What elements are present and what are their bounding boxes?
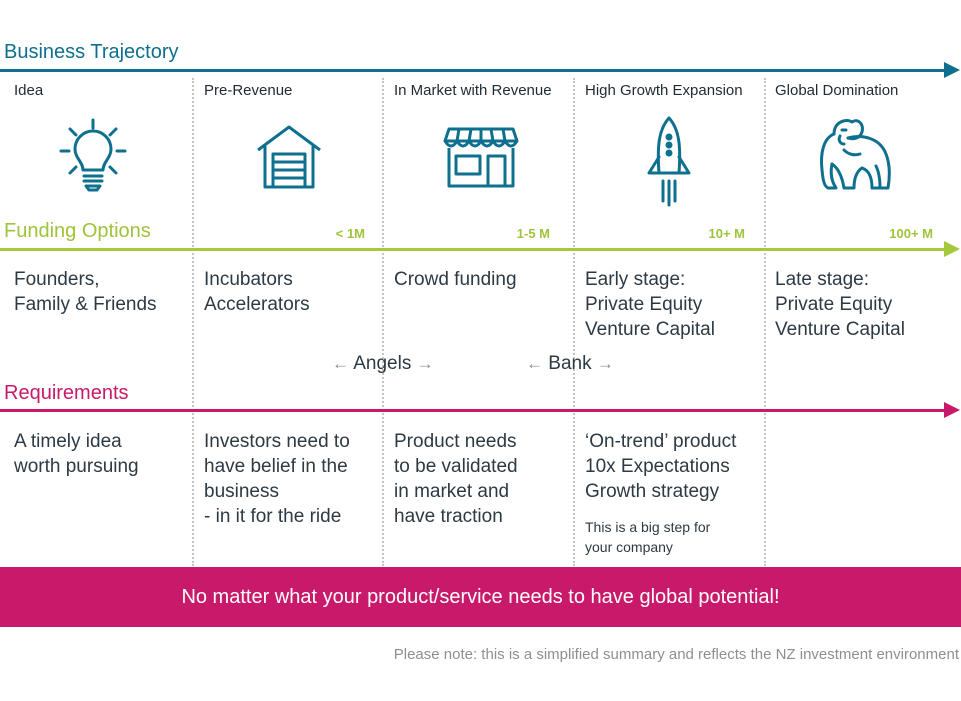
requirement-line: ‘On-trend’ product [585,431,737,452]
requirement-line: in market and [394,481,510,502]
stage-label-idea: Idea [14,82,44,99]
requirement-cell-high-growth: ‘On-trend’ product 10x Expectations Grow… [585,429,736,504]
global-potential-banner: No matter what your product/service need… [0,567,961,627]
footnote: Please note: this is a simplified summar… [393,646,959,663]
right-arrow-icon: → [416,354,434,373]
bank-label: Bank [548,353,592,374]
storefront-icon [443,125,519,189]
stage-label-in-market: In Market with Revenue [394,82,552,99]
requirement-line: Growth strategy [585,481,720,502]
requirement-cell-idea: A timely idea worth pursuing [14,429,139,479]
funding-cell-global: Late stage: Private Equity Venture Capit… [775,267,905,342]
requirement-line: business [204,481,279,502]
gorilla-icon [814,114,894,192]
requirement-line: to be validated [394,456,518,477]
rocket-icon [645,115,693,211]
funding-line: Incubators [204,269,293,290]
trajectory-arrow [0,62,960,78]
funding-line: Late stage: [775,269,870,290]
business-trajectory-title: Business Trajectory [4,41,179,63]
stage-label-high-growth: High Growth Expansion [585,82,743,99]
requirement-line: 10x Expectations [585,456,730,477]
column-divider [573,78,575,566]
column-divider [764,78,766,566]
requirement-line: - in it for the ride [204,506,342,527]
stage-label-pre-revenue: Pre-Revenue [204,82,293,99]
left-arrow-icon: ← [332,354,349,373]
banner-text: No matter what your product/service need… [181,585,780,608]
requirement-cell-pre-revenue: Investors need to have belief in the bus… [204,429,350,529]
funding-cell-pre-revenue: Incubators Accelerators [204,267,310,317]
requirement-line: Product needs [394,431,517,452]
requirement-line: have belief in the [204,456,348,477]
funding-cell-idea: Founders, Family & Friends [14,267,157,317]
requirement-line: A timely idea [14,431,122,452]
requirements-arrow [0,402,960,418]
funding-line: Private Equity [775,294,893,315]
requirement-line: worth pursuing [14,456,139,477]
funding-line: Accelerators [204,294,310,315]
requirement-line: Investors need to [204,431,350,452]
requirements-title: Requirements [4,382,129,404]
stage-label-global: Global Domination [775,82,899,99]
amount-in-market: 1-5 M [516,226,550,241]
funding-arrow [0,241,960,257]
bank-span-label: ← Bank → [526,353,614,375]
amount-global: 100+ M [889,226,933,241]
requirement-line: have traction [394,506,503,527]
garage-icon [255,124,323,190]
note-line: This is a big step for [585,519,711,535]
funding-line: Family & Friends [14,294,157,315]
angels-span-label: ← Angels → [332,353,434,375]
funding-line: Early stage: [585,269,686,290]
funding-cell-in-market: Crowd funding [394,267,517,292]
funding-line: Founders, [14,269,100,290]
lightbulb-icon [57,118,129,192]
funding-line: Private Equity [585,294,703,315]
left-arrow-icon: ← [526,354,543,373]
column-divider [192,78,194,566]
funding-cell-high-growth: Early stage: Private Equity Venture Capi… [585,267,715,342]
column-divider [382,78,384,566]
note-line: your company [585,539,673,555]
amount-pre-revenue: < 1M [335,226,365,241]
requirement-cell-in-market: Product needs to be validated in market … [394,429,518,529]
requirement-note: This is a big step for your company [585,517,710,557]
funding-options-title: Funding Options [4,220,151,242]
right-arrow-icon: → [596,354,614,373]
angels-label: Angels [353,353,412,374]
funding-line: Venture Capital [775,319,905,340]
funding-line: Venture Capital [585,319,715,340]
amount-high-growth: 10+ M [708,226,746,241]
funding-line: Crowd funding [394,269,517,290]
